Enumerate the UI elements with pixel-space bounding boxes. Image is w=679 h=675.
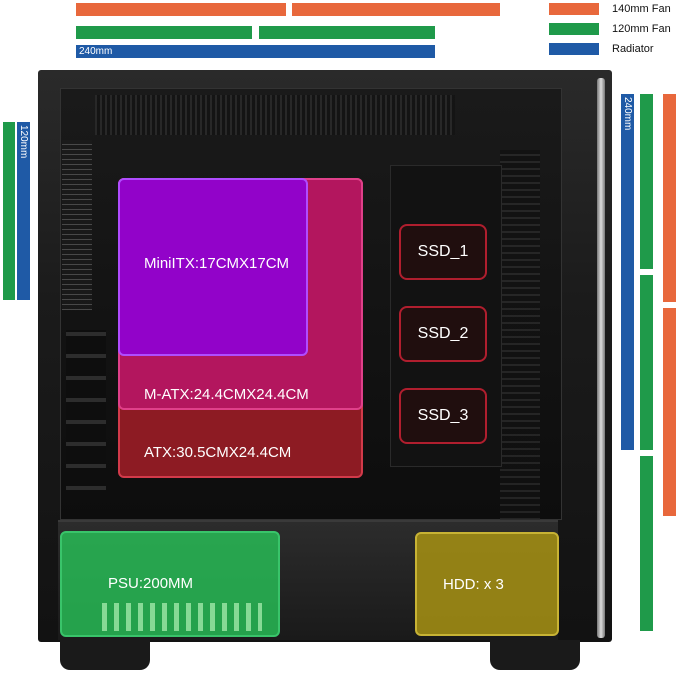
case-foot-right <box>490 640 580 670</box>
legend-swatch-120mm-fan <box>549 23 599 35</box>
front-140mm-fan-bar-2 <box>663 308 676 516</box>
psu-grill <box>102 603 262 631</box>
top-120mm-fan-bar-2 <box>259 26 435 39</box>
legend-label-120mm-fan: 120mm Fan <box>612 23 671 35</box>
rear-vent-grille <box>62 140 92 310</box>
front-120mm-fan-bar-3 <box>640 456 653 631</box>
top-140mm-fan-bar-2 <box>292 3 500 16</box>
matx-label: M-ATX:24.4CMX24.4CM <box>144 386 309 403</box>
top-radiator-bar: 240mm <box>76 45 435 58</box>
legend-swatch-radiator <box>549 43 599 55</box>
legend-swatch-140mm-fan <box>549 3 599 15</box>
top-140mm-fan-bar-1 <box>76 3 286 16</box>
top-vent-grille <box>95 95 455 135</box>
rear-radiator-bar: 120mm <box>17 122 30 300</box>
psu-zone: PSU:200MM <box>60 531 280 637</box>
top-120mm-fan-bar-1 <box>76 26 252 39</box>
atx-label: ATX:30.5CMX24.4CM <box>144 444 292 461</box>
mini-itx-label: MiniITX:17CMX17CM <box>144 255 290 272</box>
front-fan-rail <box>500 150 540 520</box>
front-radiator-label: 240mm <box>622 97 633 131</box>
rear-radiator-label: 120mm <box>18 125 29 159</box>
front-radiator-bar: 240mm <box>621 94 634 450</box>
front-120mm-fan-bar-2 <box>640 275 653 450</box>
side-glass-edge <box>597 78 605 638</box>
hdd-label: HDD: x 3 <box>443 576 504 593</box>
ssd-slot-1: SSD_1 <box>399 224 487 280</box>
legend-label-radiator: Radiator <box>612 43 654 55</box>
ssd-drive-cage <box>390 165 502 467</box>
psu-label: PSU:200MM <box>108 575 194 592</box>
hdd-zone: HDD: x 3 <box>415 532 559 636</box>
mini-itx-motherboard-zone <box>118 178 308 356</box>
rear-120mm-fan-bar <box>3 122 15 300</box>
top-radiator-label: 240mm <box>79 46 113 57</box>
ssd-slot-3: SSD_3 <box>399 388 487 444</box>
front-120mm-fan-bar-1 <box>640 94 653 269</box>
case-foot-left <box>60 640 150 670</box>
pci-expansion-slots <box>66 330 106 490</box>
legend-label-140mm-fan: 140mm Fan <box>612 3 671 15</box>
front-140mm-fan-bar-1 <box>663 94 676 302</box>
ssd-slot-2: SSD_2 <box>399 306 487 362</box>
